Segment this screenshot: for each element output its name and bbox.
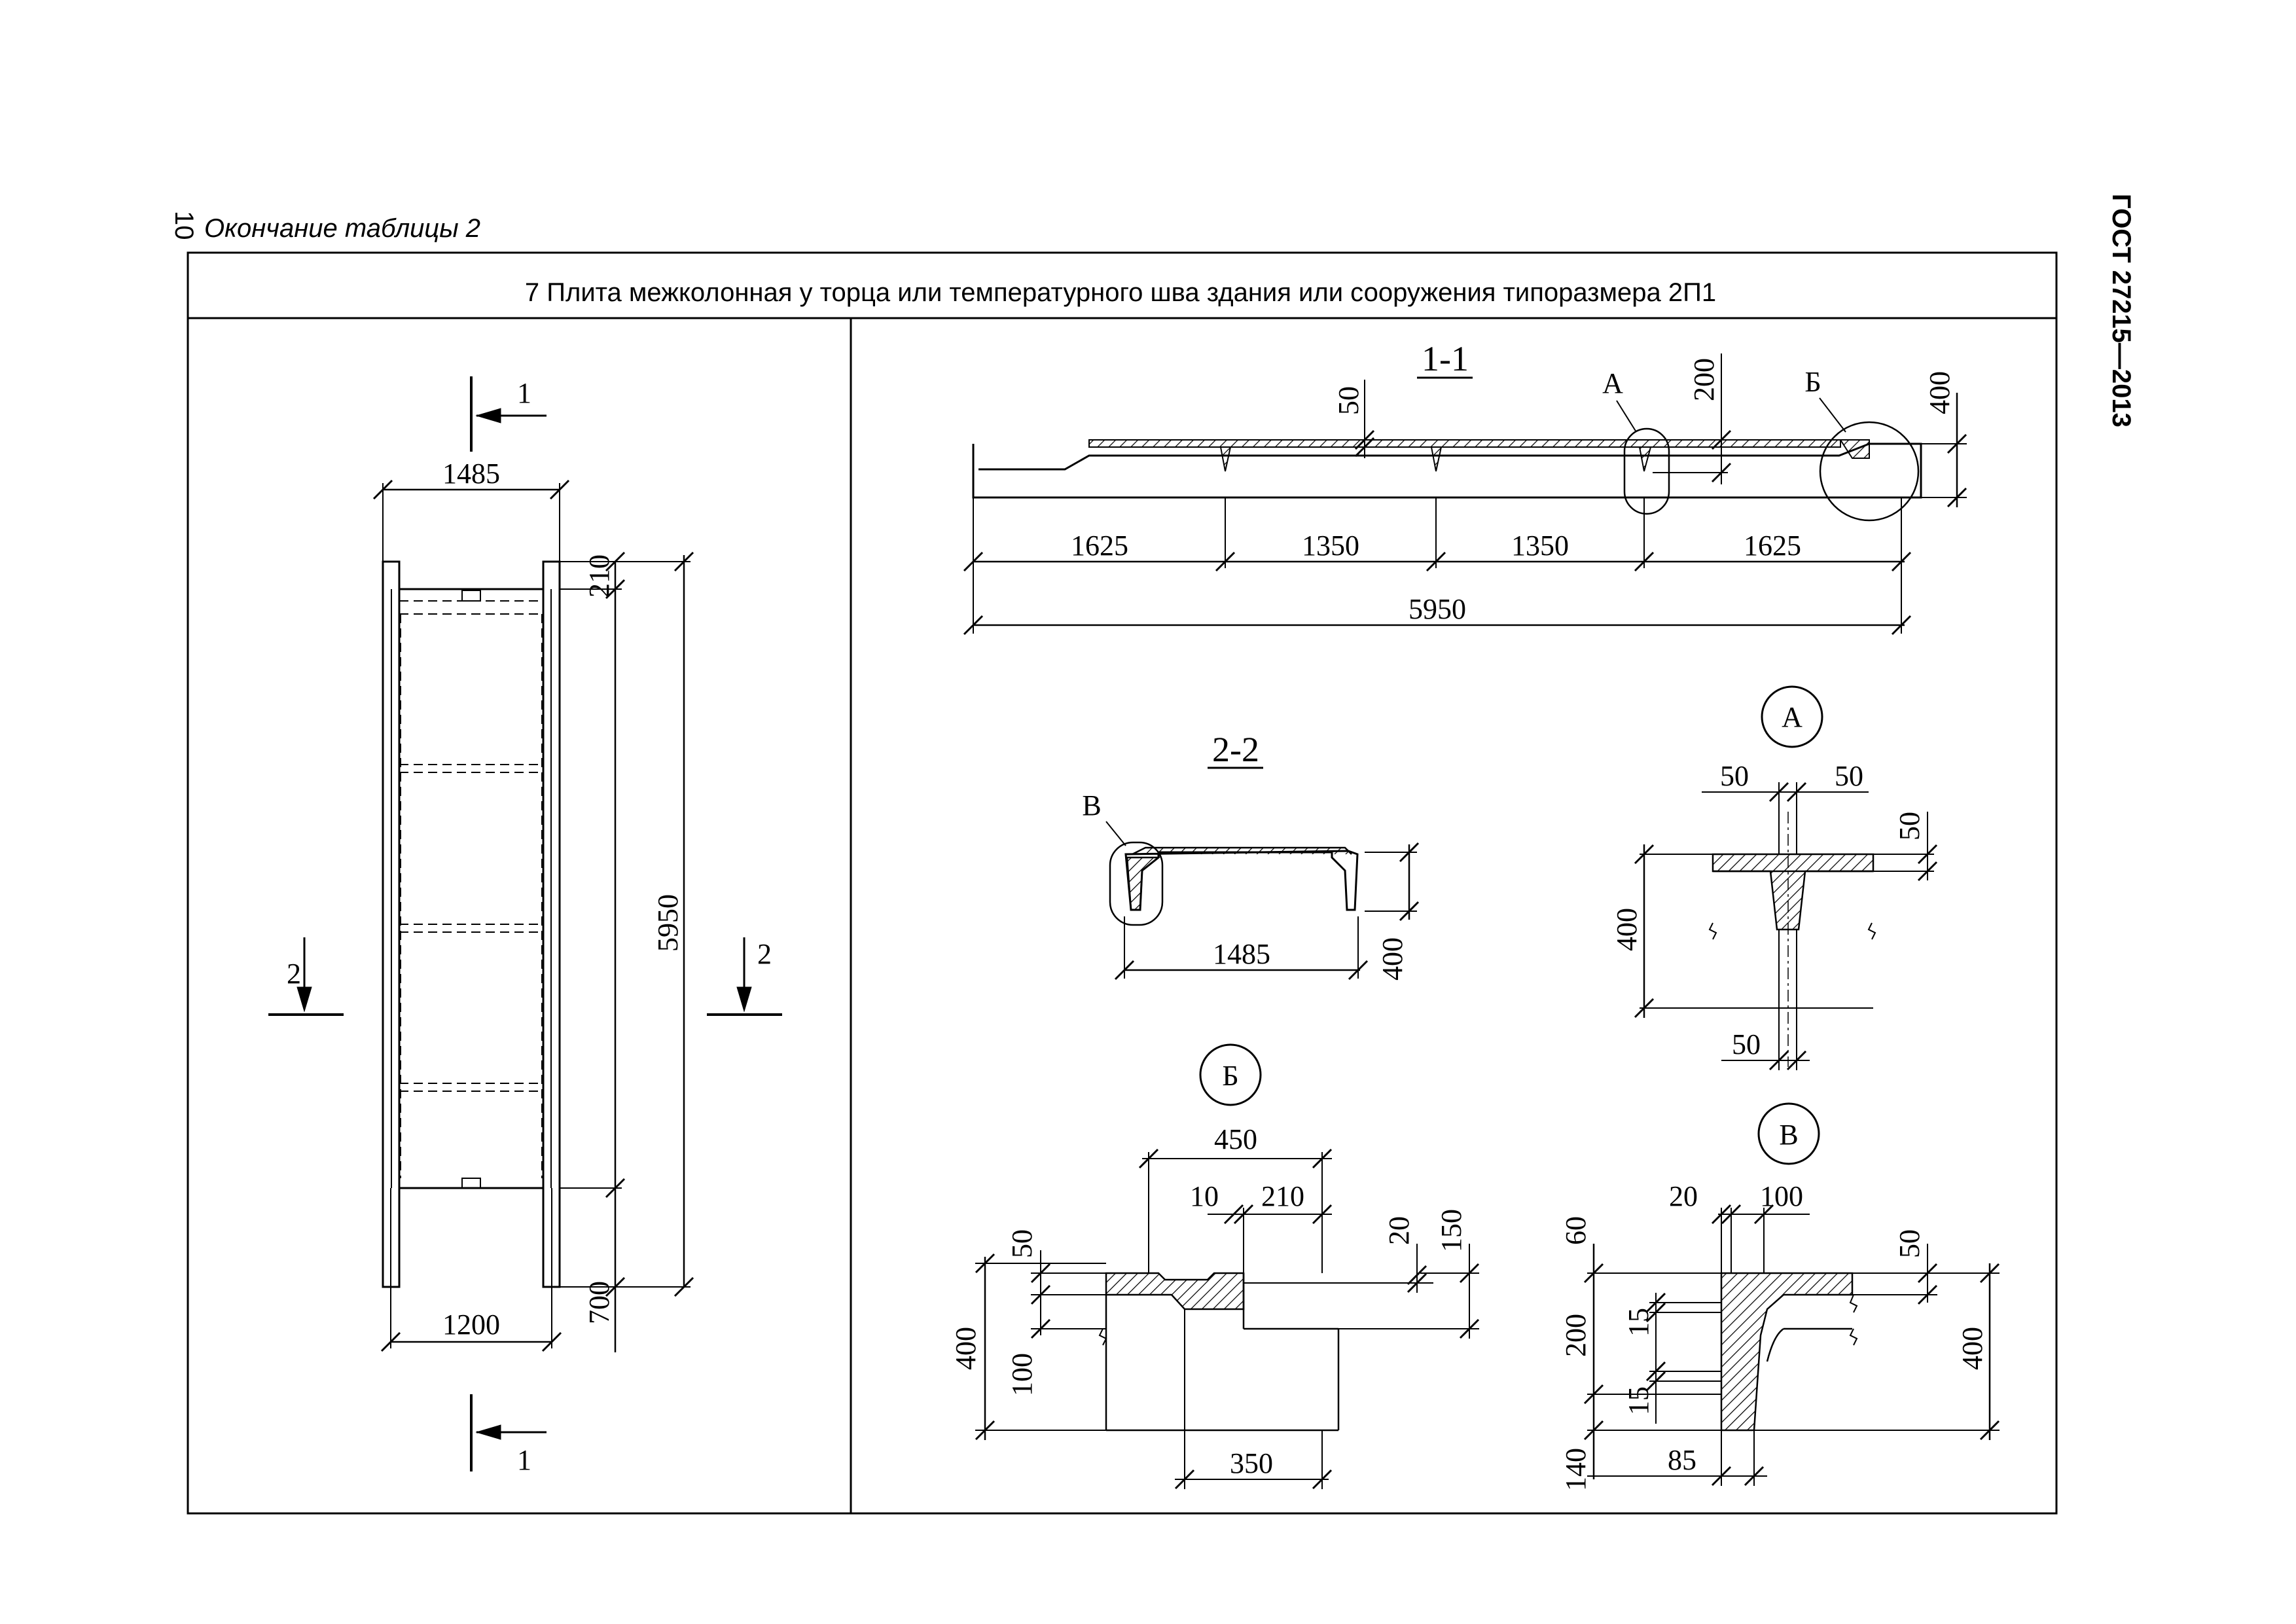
detail-a-dim-flange: 50 [1893, 812, 1926, 840]
section-2-2 [1105, 767, 1420, 981]
section-2-2-dim-width: 1485 [1213, 938, 1270, 970]
section-1-1-dim-seg1: 1625 [1071, 530, 1128, 562]
detail-v-dim-15a: 15 [1623, 1308, 1655, 1337]
table-frame [187, 251, 2058, 1515]
detail-a-label: А [1782, 701, 1803, 733]
section-1-1-dim-seg4: 1625 [1744, 530, 1801, 562]
plan-dim-width-bottom: 1200 [442, 1308, 500, 1341]
detail-b-dim-210: 210 [1261, 1180, 1304, 1212]
section-1-1-title: 1-1 [1422, 339, 1469, 378]
plan-dim-length: 5950 [652, 894, 684, 952]
detail-v-dim-50: 50 [1893, 1229, 1926, 1258]
section-1-1-dim-200: 200 [1688, 358, 1720, 401]
plan-view [268, 376, 782, 1471]
section-2-2-title: 2-2 [1212, 730, 1259, 769]
detail-b-label: Б [1222, 1060, 1238, 1092]
detail-v-dim-15b: 15 [1623, 1386, 1655, 1415]
detail-b [975, 1043, 1480, 1490]
detail-b-dim-100: 100 [1006, 1353, 1038, 1396]
section-1-1 [963, 353, 1967, 636]
detail-b-dim-450: 450 [1214, 1123, 1257, 1155]
plan-section1-top-label: 1 [517, 377, 531, 409]
section-1-1-dim-seg2: 1350 [1302, 530, 1359, 562]
section-1-1-dim-400: 400 [1924, 371, 1956, 414]
detail-v-dim-100: 100 [1760, 1180, 1803, 1212]
plan-dim-width-top: 1485 [442, 458, 500, 490]
detail-b-dim-10: 10 [1190, 1180, 1219, 1212]
detail-b-dim-50: 50 [1006, 1229, 1038, 1258]
detail-b-dim-350: 350 [1230, 1447, 1273, 1479]
table-title: 7 Плита межколонная у торца или температ… [525, 278, 1716, 307]
detail-b-dim-150: 150 [1435, 1209, 1467, 1252]
table-continuation-label: Окончание таблицы 2 [204, 214, 480, 243]
detail-v-dim-20: 20 [1669, 1180, 1698, 1212]
section-1-1-dim-seg3: 1350 [1511, 530, 1569, 562]
section-1-1-callout-a: А [1602, 367, 1623, 399]
plan-dim-bottom-offset: 700 [583, 1281, 615, 1324]
detail-a-dim-right: 50 [1835, 760, 1863, 792]
plan-section1-bottom-label: 1 [517, 1444, 531, 1476]
detail-v-dim-140: 140 [1560, 1448, 1592, 1491]
section-1-1-callout-b: Б [1804, 366, 1821, 398]
detail-a [1634, 685, 1938, 1071]
plan-dim-top-offset: 210 [583, 554, 615, 598]
detail-b-dim-20: 20 [1383, 1216, 1415, 1245]
detail-b-dim-400: 400 [950, 1327, 982, 1370]
detail-v-dim-60: 60 [1560, 1216, 1592, 1245]
detail-v [1583, 1102, 2000, 1487]
plan-section2-right-label: 2 [757, 938, 772, 970]
standard-designation: ГОСТ 27215—2013 [2107, 194, 2136, 427]
section-2-2-callout-v: В [1082, 789, 1101, 821]
section-1-1-dim-total: 5950 [1408, 593, 1466, 625]
detail-v-dim-400: 400 [1956, 1327, 1988, 1370]
detail-a-dim-bottom: 50 [1732, 1028, 1761, 1060]
detail-a-dim-left: 50 [1720, 760, 1749, 792]
section-1-1-dim-50: 50 [1333, 386, 1365, 415]
page-number: 10 [170, 211, 198, 240]
detail-v-label: В [1779, 1119, 1798, 1151]
section-2-2-dim-height: 400 [1376, 937, 1408, 981]
detail-v-dim-200: 200 [1560, 1314, 1592, 1357]
detail-a-dim-height: 400 [1611, 908, 1643, 951]
plan-section2-left-label: 2 [287, 958, 301, 990]
detail-v-dim-85: 85 [1668, 1444, 1696, 1476]
